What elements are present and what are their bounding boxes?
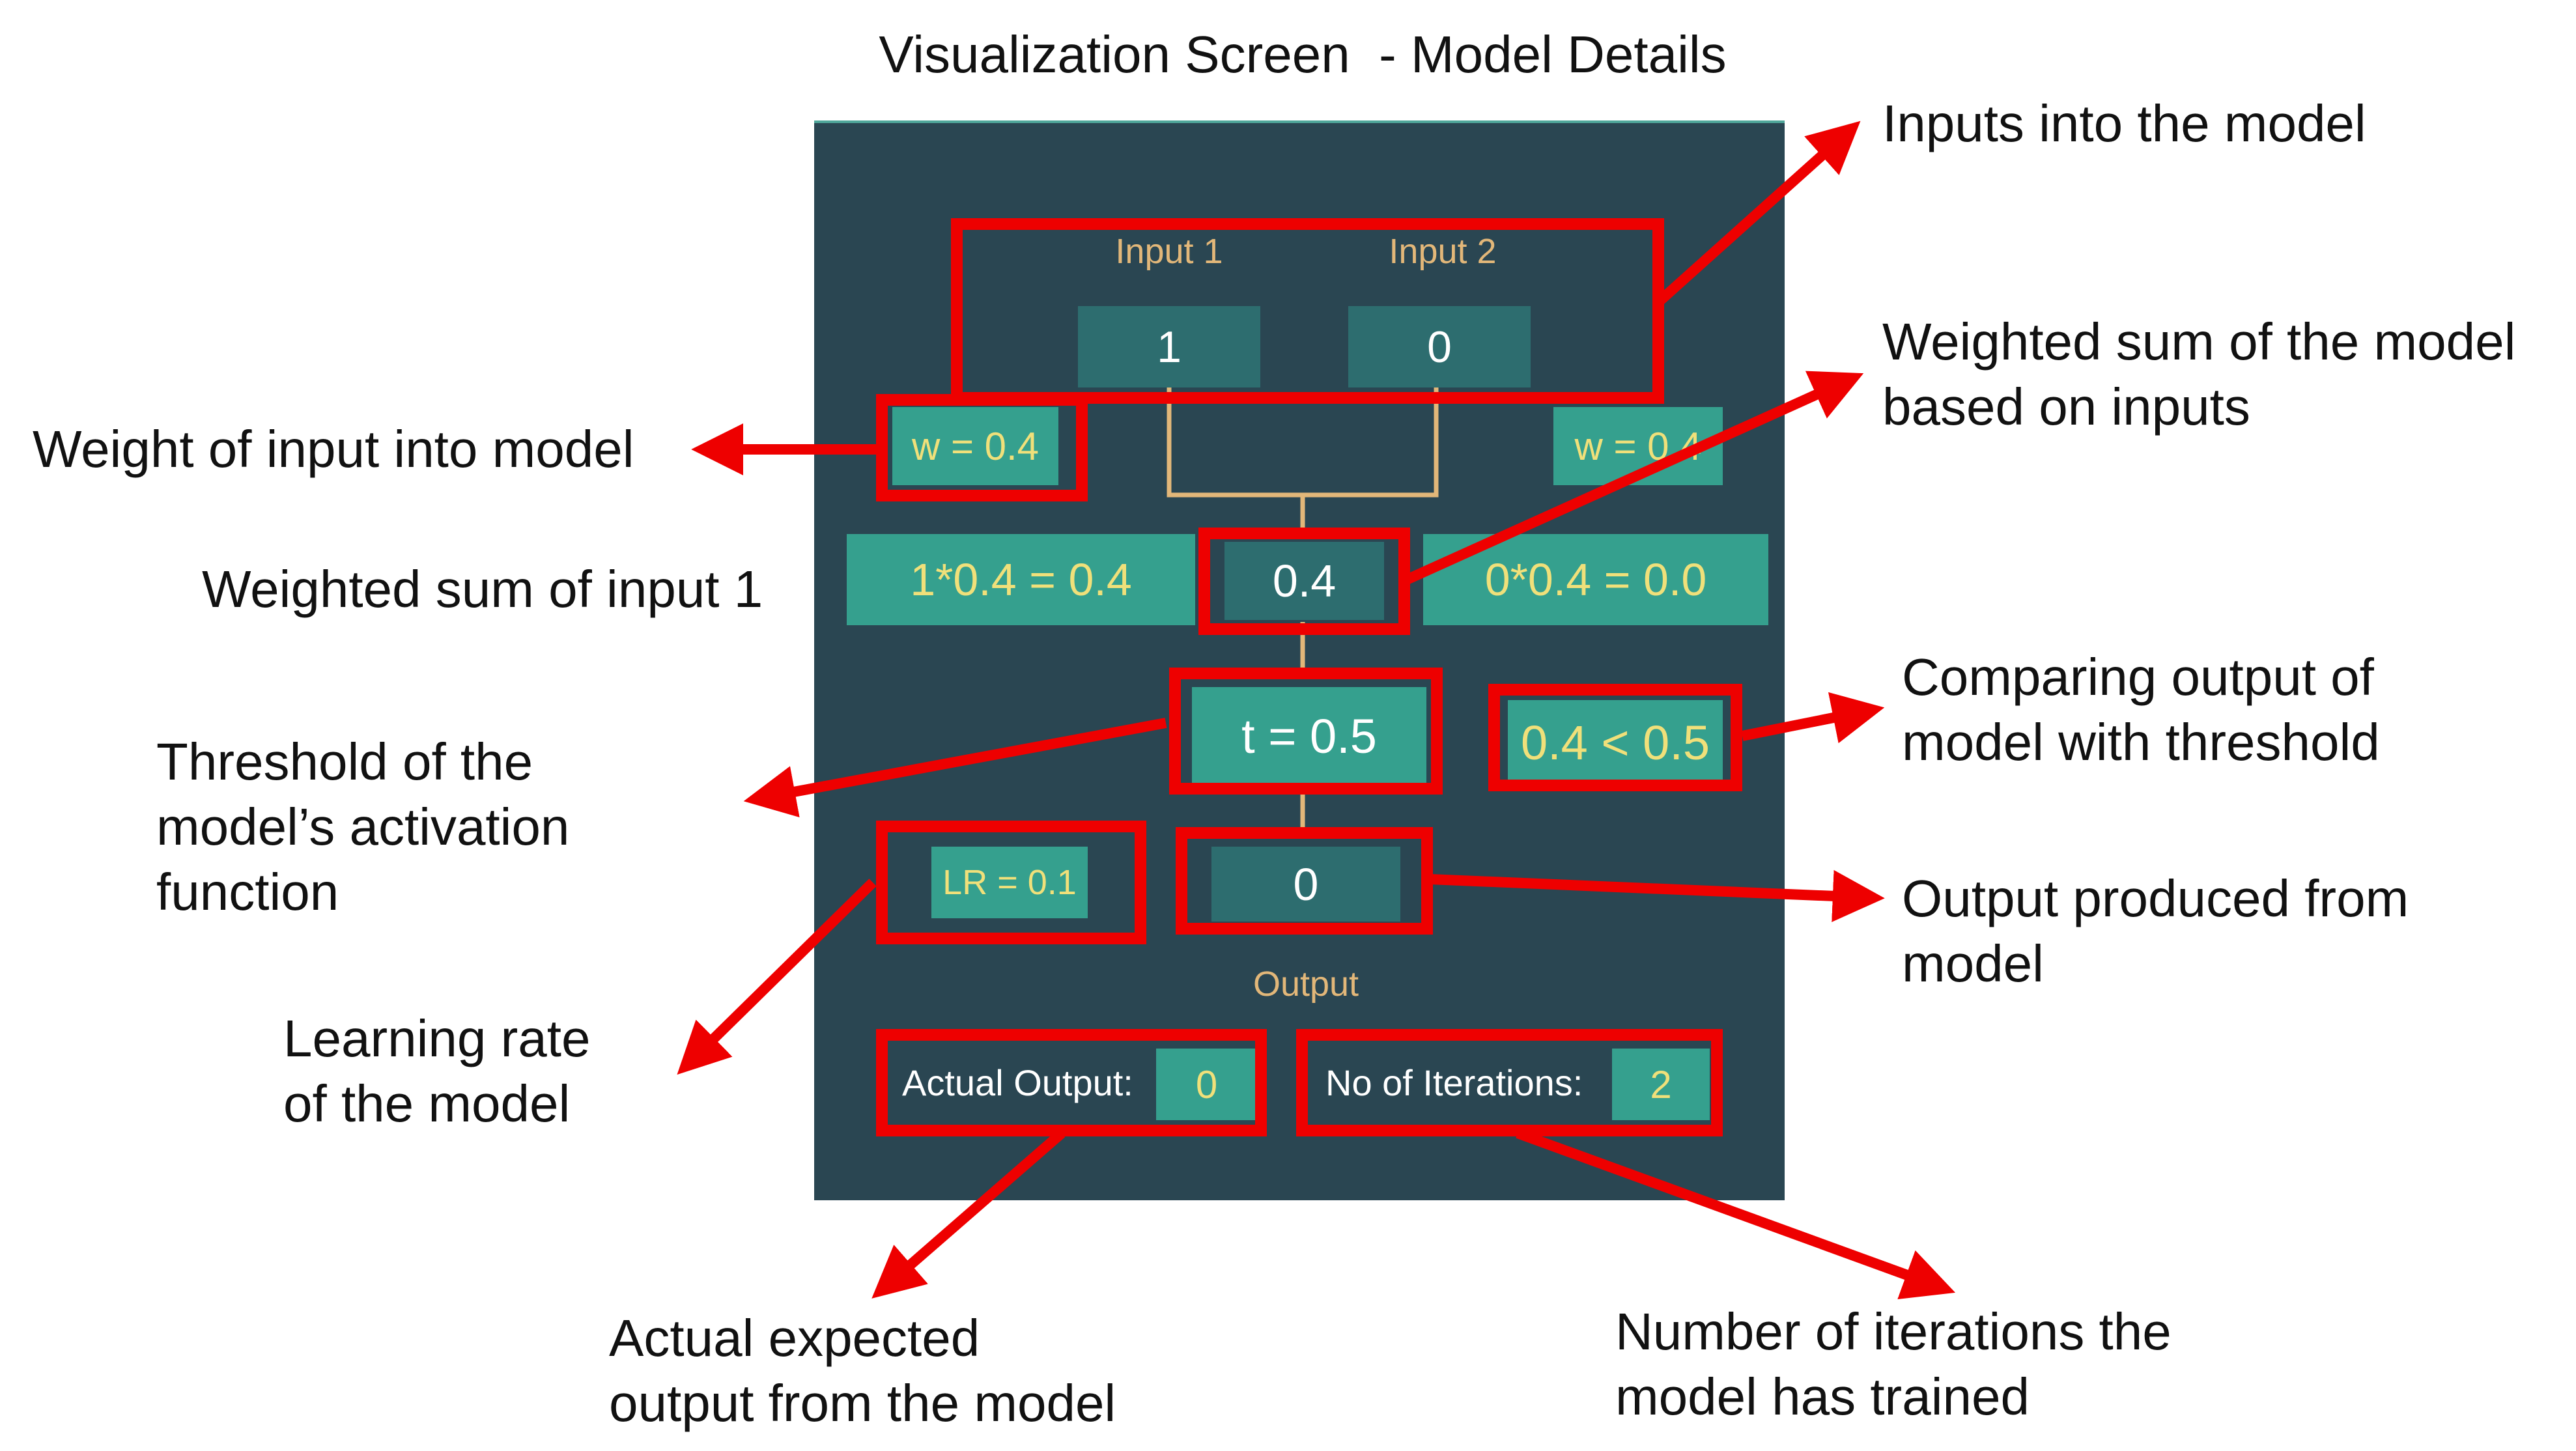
output-highlight	[1176, 827, 1433, 935]
actual-output-highlight	[876, 1029, 1267, 1136]
threshold-badge: t = 0.5	[1192, 687, 1426, 785]
input1-field[interactable]: 1	[1078, 306, 1260, 387]
threshold-note-line1: Threshold of the	[156, 733, 533, 791]
iterations-field: 2	[1612, 1049, 1710, 1120]
actual-output-label: Actual Output:	[902, 1062, 1133, 1103]
product1-badge: 1*0.4 = 0.4	[847, 534, 1195, 625]
output-note-line2: model	[1902, 935, 2044, 993]
input2-label: Input 2	[1389, 232, 1497, 271]
comparison-highlight	[1488, 684, 1742, 791]
iterations-highlight	[1296, 1029, 1723, 1136]
weighted-sum-highlight	[1198, 528, 1410, 635]
weight-note: Weight of input into model	[33, 420, 634, 478]
inputs-highlight	[951, 218, 1664, 404]
input2-field[interactable]: 0	[1348, 306, 1531, 387]
actual-output-field[interactable]: 0	[1156, 1049, 1257, 1120]
inputs-note: Inputs into the model	[1882, 94, 2366, 152]
output-label: Output	[1253, 965, 1359, 1004]
threshold-note-line2: model’s activation	[156, 798, 570, 856]
comparing-note-line1: Comparing output of	[1902, 648, 2374, 706]
weighted-sum-note-line1: Weighted sum of the model	[1882, 313, 2516, 371]
weighted-sum-input1-note: Weighted sum of input 1	[202, 560, 763, 618]
weighted-sum-note-line2: based on inputs	[1882, 378, 2250, 436]
iterations-note-line2: model has trained	[1615, 1368, 2030, 1426]
input1-label: Input 1	[1115, 232, 1223, 271]
output-field: 0	[1211, 847, 1400, 922]
actual-output-note-line1: Actual expected	[609, 1309, 980, 1367]
model-details-panel	[814, 120, 1785, 1200]
learning-rate-badge: LR = 0.1	[931, 847, 1088, 918]
learning-rate-highlight	[876, 821, 1146, 944]
output-note-line1: Output produced from	[1902, 869, 2409, 927]
comparison-badge: 0.4 < 0.5	[1508, 700, 1723, 785]
comparing-note-line2: model with threshold	[1902, 713, 2380, 771]
weighted-sum-field: 0.4	[1224, 542, 1384, 620]
iterations-label: No of Iterations:	[1325, 1062, 1583, 1103]
iterations-note-line1: Number of iterations the	[1615, 1303, 2172, 1360]
weight1-badge: w = 0.4	[892, 407, 1058, 485]
learning-rate-note-line2: of the model	[283, 1075, 571, 1133]
threshold-highlight	[1169, 668, 1443, 795]
learning-rate-note-line1: Learning rate	[283, 1009, 591, 1067]
weight-highlight	[876, 394, 1088, 501]
threshold-note-line3: function	[156, 863, 339, 921]
figure-title: Visualization Screen - Model Details	[879, 25, 1727, 83]
actual-output-note-line2: output from the model	[609, 1374, 1116, 1432]
